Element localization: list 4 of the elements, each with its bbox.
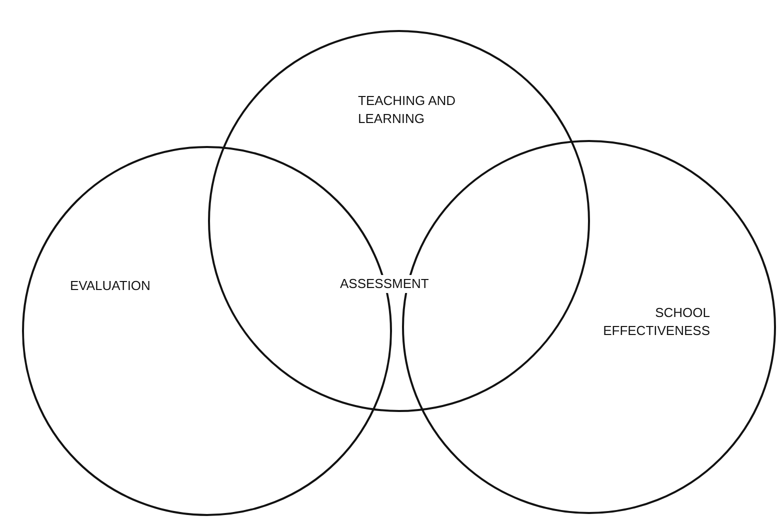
circle-label: TEACHING AND LEARNING [358, 92, 457, 128]
circle-label: EVALUATION [70, 277, 152, 295]
circle-label: SCHOOL EFFECTIVENESS [602, 304, 710, 340]
overlap-label: ASSESSMENT [338, 275, 431, 293]
